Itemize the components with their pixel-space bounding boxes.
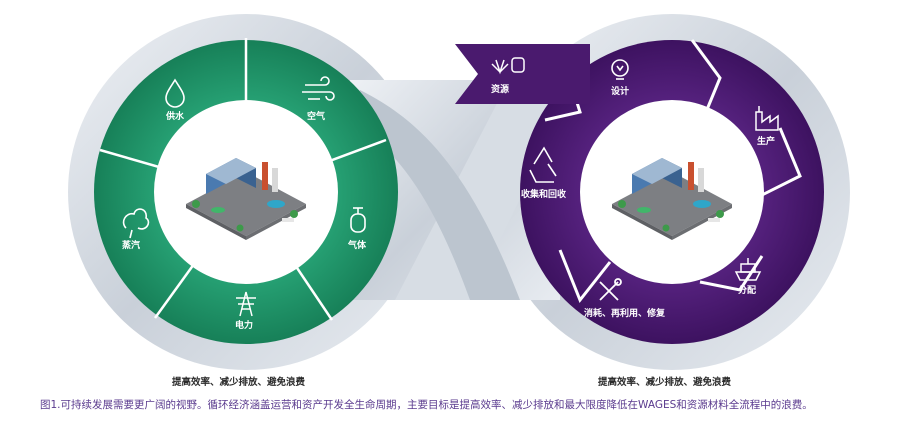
- segment-air: 空气: [302, 76, 335, 122]
- segment-recycle: 收集和回收: [521, 146, 566, 200]
- industrial-plant-left: [186, 158, 306, 240]
- power-tower-icon: [236, 291, 256, 317]
- factory-icon: [755, 106, 779, 131]
- segment-label-consume: 消耗、再利用、修复: [584, 307, 666, 319]
- segment-steam: 蒸汽: [122, 208, 150, 251]
- resources-icon: [491, 57, 525, 75]
- segment-production: 生产: [755, 106, 779, 147]
- segment-label-power: 电力: [235, 319, 253, 331]
- industrial-plant-right: [612, 158, 732, 240]
- resources-banner: 资源: [455, 44, 590, 104]
- water-drop-icon: [165, 78, 185, 108]
- ship-icon: [734, 258, 762, 281]
- lightbulb-icon: [611, 59, 629, 80]
- segment-water: 供水: [165, 78, 185, 122]
- segment-label-design: 设计: [611, 85, 629, 97]
- recycle-icon: [529, 146, 557, 183]
- gas-cylinder-icon: [350, 207, 366, 233]
- figure-caption: 图1.可持续发展需要更广阔的视野。循环经济涵盖运营和资产开发全生命周期，主要目标…: [40, 399, 813, 411]
- segment-label-resources: 资源: [491, 83, 509, 95]
- segment-consume: 消耗、再利用、修复: [584, 278, 666, 319]
- segment-label-production: 生产: [757, 135, 775, 147]
- segment-gas: 气体: [347, 207, 367, 251]
- segment-label-air: 空气: [307, 110, 325, 122]
- wind-icon: [302, 76, 335, 101]
- segment-design: 设计: [611, 59, 629, 97]
- segment-label-gas: 气体: [347, 239, 367, 251]
- segment-distribution: 分配: [734, 258, 762, 296]
- segment-power: 电力: [235, 291, 256, 331]
- segment-label-recycle: 收集和回收: [521, 188, 566, 200]
- right-loop-caption: 提高效率、减少排放、避免浪费: [598, 377, 732, 388]
- segment-label-water: 供水: [165, 110, 185, 122]
- steam-icon: [122, 208, 150, 239]
- segment-label-distribution: 分配: [738, 284, 756, 296]
- segment-label-steam: 蒸汽: [122, 239, 140, 251]
- left-loop-caption: 提高效率、减少排放、避免浪费: [172, 377, 306, 388]
- tools-icon: [599, 278, 622, 301]
